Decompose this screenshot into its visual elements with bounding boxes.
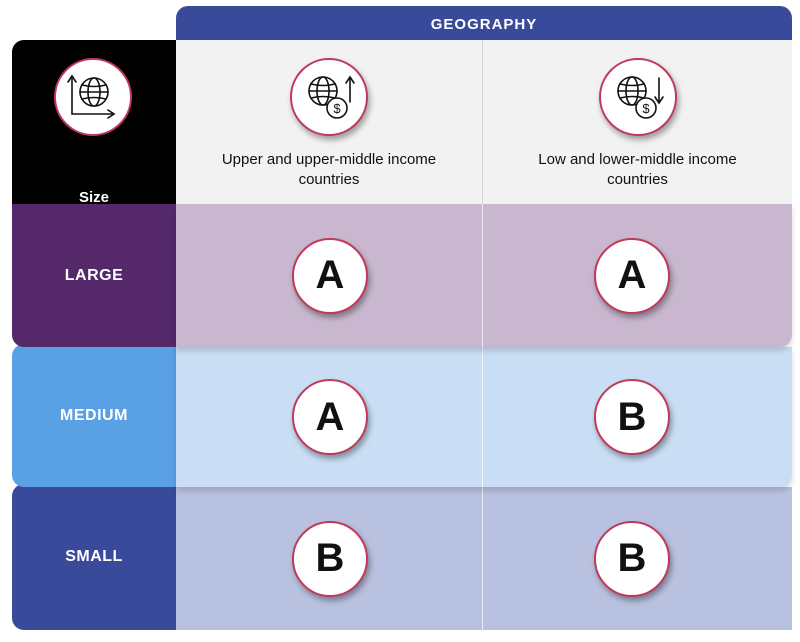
column-divider [482,204,483,347]
globe-dollar-up-icon: $ [290,58,368,136]
size-label: Size [78,189,109,206]
row-label-text: LARGE [64,266,124,284]
row-label-small: SMALL [12,484,176,630]
row-large: A A [176,204,792,347]
grade-badge: B [594,379,670,455]
size-header-cell: Size [12,40,176,206]
size-axes-globe-icon [54,58,132,136]
geography-header: GEOGRAPHY [176,6,792,42]
globe-dollar-down-icon: $ [598,58,677,136]
row-label-large: LARGE [12,204,176,347]
grade-badge: A [594,237,670,314]
row-label-medium: MEDIUM [12,344,176,487]
column-divider [482,487,483,630]
column-divider [482,347,483,487]
row-small: B B [176,487,792,630]
grade-badge: A [292,379,368,455]
svg-text:$: $ [333,101,341,116]
row-label-text: MEDIUM [60,406,128,424]
row-medium: A B [176,347,792,487]
row-label-text: SMALL [65,548,123,565]
grade-badge: B [594,520,670,597]
column-header-lower-income: $ Low and lower-middle income countries [483,40,792,204]
geography-title: GEOGRAPHY [430,15,538,33]
grade-badge: A [292,237,368,314]
svg-text:$: $ [642,101,650,116]
column-header-upper-income: $ Upper and upper-middle income countrie… [176,40,483,204]
grade-badge: B [292,520,368,597]
column-label-upper-income: Upper and upper-middle income countries [221,151,437,188]
column-label-lower-income: Low and lower-middle income countries [538,151,737,188]
